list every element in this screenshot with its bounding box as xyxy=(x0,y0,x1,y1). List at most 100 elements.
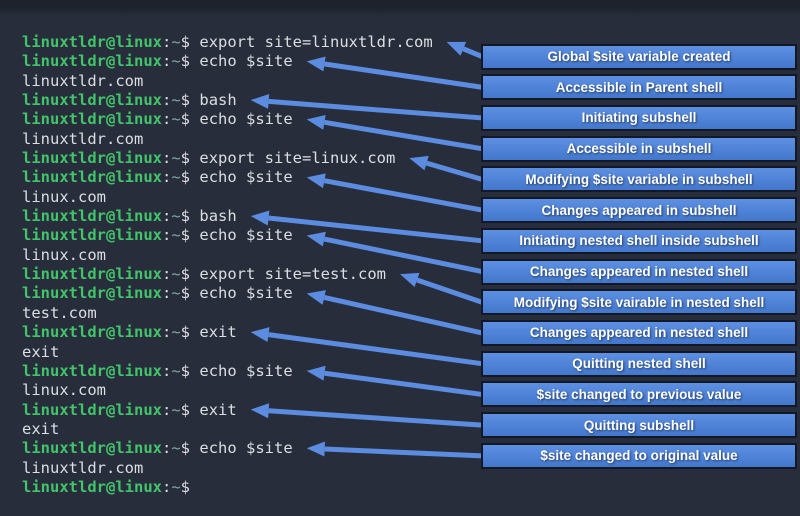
prompt-user-host: linuxtldr@linux xyxy=(22,265,162,284)
annotation-label: Changes appeared in subshell xyxy=(541,202,737,218)
command-output-text: linuxtldr.com xyxy=(22,129,144,148)
prompt-symbol: $ xyxy=(180,226,191,245)
prompt-symbol: $ xyxy=(180,207,191,226)
annotation-arrow xyxy=(250,327,483,367)
prompt-path: ~ xyxy=(171,207,181,226)
prompt-symbol: $ xyxy=(180,168,191,187)
arrowhead-icon xyxy=(306,56,326,72)
command-output-text: linuxtldr.com xyxy=(22,71,144,90)
prompt-path: ~ xyxy=(171,33,181,51)
terminal-output-area[interactable]: linuxtldr@linux:~$ export site=linuxtldr… xyxy=(22,33,433,497)
prompt-separator: : xyxy=(161,33,172,51)
terminal-prompt-line: linuxtldr@linux:~$ xyxy=(22,478,433,497)
prompt-path: ~ xyxy=(171,149,181,168)
prompt-path: ~ xyxy=(171,91,181,110)
terminal-prompt-line: linuxtldr@linux:~$ exit xyxy=(22,323,433,342)
prompt-separator: : xyxy=(161,207,172,226)
annotation-label: Changes appeared in nested shell xyxy=(529,264,749,280)
command-text: echo $site xyxy=(199,168,293,187)
command-text: exit xyxy=(199,400,237,419)
annotation-box: Modifying $site vairable in nested shell xyxy=(481,289,797,316)
arrowhead-icon xyxy=(306,441,325,457)
annotation-arrow xyxy=(306,114,483,152)
arrowhead-icon xyxy=(306,173,326,189)
prompt-symbol: $ xyxy=(180,323,191,342)
annotation-box: Changes appeared in nested shell xyxy=(481,258,797,285)
terminal-prompt-line: linuxtldr@linux:~$ exit xyxy=(22,401,433,420)
prompt-separator: : xyxy=(161,439,172,458)
terminal-prompt-line: linuxtldr@linux:~$ export site=linuxtldr… xyxy=(22,33,433,52)
terminal-prompt-line: linuxtldr@linux:~$ echo $site xyxy=(22,168,433,187)
annotation-box: $site changed to previous value xyxy=(481,381,797,408)
prompt-separator: : xyxy=(161,149,172,168)
prompt-path: ~ xyxy=(171,226,181,245)
arrowhead-icon xyxy=(400,272,420,288)
annotation-box: Accessible in Parent shell xyxy=(481,74,797,101)
annotation-arrow xyxy=(250,403,483,428)
annotation-arrow xyxy=(306,365,483,397)
prompt-user-host: linuxtldr@linux xyxy=(22,439,162,458)
command-text: export site=linux.com xyxy=(199,149,396,168)
prompt-user-host: linuxtldr@linux xyxy=(22,226,162,245)
command-text: echo $site xyxy=(199,439,293,458)
command-output-text: exit xyxy=(22,342,60,361)
prompt-space xyxy=(190,284,199,302)
annotation-label: $site changed to previous value xyxy=(536,386,742,402)
prompt-user-host: linuxtldr@linux xyxy=(22,400,162,419)
annotation-label: Changes appeared in nested shell xyxy=(529,325,749,341)
prompt-path: ~ xyxy=(171,52,181,71)
prompt-user-host: linuxtldr@linux xyxy=(22,284,162,303)
prompt-symbol: $ xyxy=(180,361,191,380)
annotation-arrow xyxy=(400,272,483,305)
prompt-path: ~ xyxy=(171,400,181,419)
annotation-label: Accessible in Parent shell xyxy=(555,79,723,95)
annotation-arrow xyxy=(306,56,483,90)
annotation-box: Quitting nested shell xyxy=(481,350,797,377)
command-output-text: linuxtldr.com xyxy=(22,458,144,477)
annotation-arrow xyxy=(306,231,483,274)
annotation-box: Quitting subshell xyxy=(481,412,797,439)
annotation-box: Initiating subshell xyxy=(481,104,797,131)
annotation-arrow xyxy=(306,441,483,459)
annotation-box: Modifying $site variable in subshell xyxy=(481,166,797,193)
annotation-label: Initiating nested shell inside subshell xyxy=(519,233,759,249)
prompt-symbol: $ xyxy=(180,400,191,419)
arrowhead-icon xyxy=(306,365,326,381)
prompt-space xyxy=(190,110,199,128)
prompt-symbol: $ xyxy=(180,477,191,496)
command-text: echo $site xyxy=(199,361,293,380)
terminal-output-line: linuxtldr.com xyxy=(22,72,433,91)
command-output-text: linux.com xyxy=(22,187,106,206)
prompt-space xyxy=(190,226,199,244)
prompt-separator: : xyxy=(161,110,172,129)
prompt-space xyxy=(190,439,199,457)
terminal-output-line: linuxtldr.com xyxy=(22,459,433,478)
command-text: echo $site xyxy=(199,284,293,303)
command-text: exit xyxy=(199,323,237,342)
prompt-space xyxy=(190,362,199,380)
command-text: echo $site xyxy=(199,52,293,71)
prompt-space xyxy=(190,91,199,109)
terminal-prompt-line: linuxtldr@linux:~$ bash xyxy=(22,207,433,226)
prompt-separator: : xyxy=(161,361,172,380)
prompt-symbol: $ xyxy=(180,149,191,168)
prompt-separator: : xyxy=(161,265,172,284)
terminal-output-line: linux.com xyxy=(22,188,433,207)
prompt-symbol: $ xyxy=(180,439,191,458)
arrowhead-icon xyxy=(306,231,326,247)
annotation-label: Modifying $site variable in subshell xyxy=(525,171,753,187)
terminal-prompt-line: linuxtldr@linux:~$ echo $site xyxy=(22,226,433,245)
prompt-user-host: linuxtldr@linux xyxy=(22,361,162,380)
prompt-separator: : xyxy=(161,284,172,303)
terminal-output-line: test.com xyxy=(22,304,433,323)
command-text: echo $site xyxy=(199,110,293,129)
terminal-output-line: linuxtldr.com xyxy=(22,130,433,149)
annotation-label: Accessible in subshell xyxy=(566,141,712,157)
prompt-separator: : xyxy=(161,52,172,71)
prompt-path: ~ xyxy=(171,323,181,342)
arrowhead-icon xyxy=(250,403,270,419)
terminal-prompt-line: linuxtldr@linux:~$ export site=test.com xyxy=(22,265,433,284)
command-text: bash xyxy=(199,91,237,110)
prompt-separator: : xyxy=(161,168,172,187)
